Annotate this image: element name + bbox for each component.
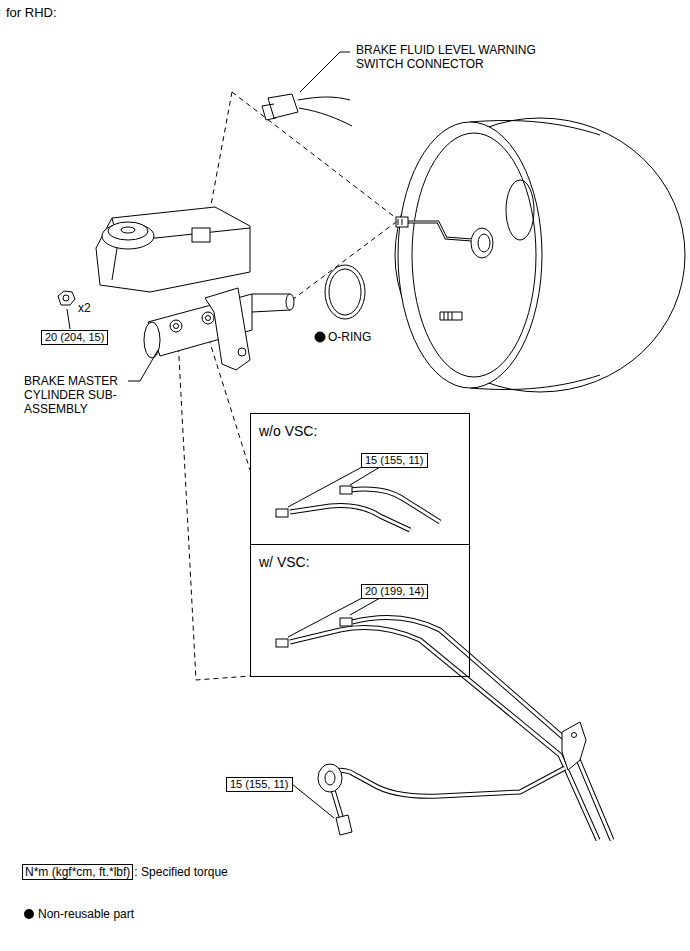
leader-line	[128, 350, 158, 381]
brake-master-cylinder	[202, 312, 214, 324]
brake-booster	[395, 118, 685, 392]
pipe-bracket	[562, 722, 586, 770]
alignment-line	[292, 222, 396, 300]
brake-master-cylinder	[102, 223, 154, 249]
brake-booster	[444, 312, 452, 320]
o-ring	[325, 265, 365, 319]
brake-booster	[396, 217, 408, 227]
warning-switch-connector	[262, 52, 352, 126]
legend-entry: Non-reusable part	[24, 907, 134, 921]
torque-value: 20 (199, 14)	[365, 585, 424, 598]
brake-booster	[398, 219, 402, 225]
brake-booster	[471, 228, 493, 258]
leader-line	[315, 332, 325, 342]
brake-master-cylinder	[238, 348, 246, 356]
warning-switch-connector	[262, 104, 276, 120]
pipe-bracket	[562, 722, 586, 770]
variant-panel: w/ VSC: 20 (199, 14)	[250, 544, 470, 677]
brake-line	[318, 764, 342, 792]
pipe-bracket	[572, 733, 577, 738]
brake-line	[276, 639, 288, 647]
flange-nut	[58, 291, 75, 305]
brake-line	[350, 489, 440, 522]
variant-panel: w/o VSC: 15 (155, 11)	[250, 413, 470, 545]
brake-master-cylinder	[252, 294, 290, 312]
brake-line	[350, 489, 440, 522]
warning-switch-connector	[268, 94, 298, 118]
brake-line	[292, 784, 334, 818]
legend-note: : Specified torque	[134, 865, 227, 879]
diagram-title: for RHD:	[6, 5, 57, 20]
brake-line	[330, 768, 565, 820]
brake-line	[352, 618, 612, 841]
torque-value: 20 (204, 15)	[45, 331, 104, 344]
brake-line	[276, 467, 440, 530]
warning-switch-connector	[299, 108, 352, 126]
alignment-line	[178, 338, 250, 680]
brake-line	[290, 628, 598, 840]
torque-legend-box: N*m (kgf*cm, ft.*lbf)	[22, 864, 133, 880]
brake-booster	[405, 222, 472, 240]
brake-booster	[412, 133, 536, 377]
brake-master-cylinder	[192, 228, 210, 242]
brake-master-cylinder	[108, 222, 148, 240]
brake-master-cylinder	[174, 324, 179, 329]
part-name: BRAKE FLUID LEVEL WARNING SWITCH CONNECT…	[356, 43, 566, 71]
panel-heading: w/ VSC:	[259, 554, 310, 570]
brake-booster	[440, 312, 462, 320]
brake-master-cylinder	[96, 207, 250, 292]
torque-box: 20 (204, 15)	[41, 330, 108, 345]
warning-switch-connector	[300, 52, 350, 92]
torque-box: 15 (155, 11)	[226, 777, 293, 792]
brake-line	[290, 628, 598, 840]
brake-master-cylinder	[121, 227, 135, 233]
alignment-line	[232, 92, 396, 218]
o-ring	[325, 265, 365, 319]
brake-line	[340, 486, 352, 494]
brake-booster	[398, 122, 542, 388]
part-name: O-RING	[328, 330, 371, 344]
panel-heading: w/o VSC:	[259, 423, 317, 439]
brake-line	[276, 509, 288, 517]
torque-value: 15 (155, 11)	[230, 778, 289, 791]
brake-line	[340, 618, 352, 626]
brake-line	[352, 618, 612, 841]
quantity: x2	[78, 301, 91, 315]
flange-nut	[58, 291, 75, 329]
legend-text: Non-reusable part	[38, 907, 134, 921]
flange-nut	[63, 295, 69, 301]
illustration	[58, 52, 685, 840]
leader-line	[128, 332, 325, 381]
brake-booster	[405, 222, 472, 240]
brake-booster	[478, 234, 490, 252]
legend-dot	[24, 909, 34, 919]
brake-master-cylinder	[144, 322, 160, 358]
brake-line	[276, 598, 612, 840]
torque-value: 15 (155, 11)	[365, 454, 424, 467]
brake-line	[288, 467, 380, 507]
brake-line	[288, 598, 380, 637]
torque-box: 15 (155, 11)	[361, 453, 428, 468]
brake-line	[336, 815, 352, 835]
o-ring	[329, 269, 361, 315]
brake-master-cylinder	[96, 207, 294, 370]
warning-switch-connector	[298, 97, 350, 100]
brake-master-cylinder	[206, 316, 211, 321]
flange-nut	[67, 309, 70, 329]
brake-booster	[395, 118, 685, 392]
torque-value: N*m (kgf*cm, ft.*lbf)	[25, 865, 130, 879]
brake-line	[330, 768, 565, 820]
brake-line	[325, 771, 335, 785]
brake-line	[290, 505, 410, 530]
brake-master-cylinder	[170, 320, 182, 332]
torque-box: 20 (199, 14)	[361, 584, 428, 599]
part-name: BRAKE MASTER CYLINDER SUB-ASSEMBLY	[24, 374, 139, 416]
brake-line	[290, 505, 410, 530]
brake-master-cylinder	[286, 294, 294, 310]
brake-booster	[506, 180, 534, 240]
brake-master-cylinder	[205, 288, 250, 370]
